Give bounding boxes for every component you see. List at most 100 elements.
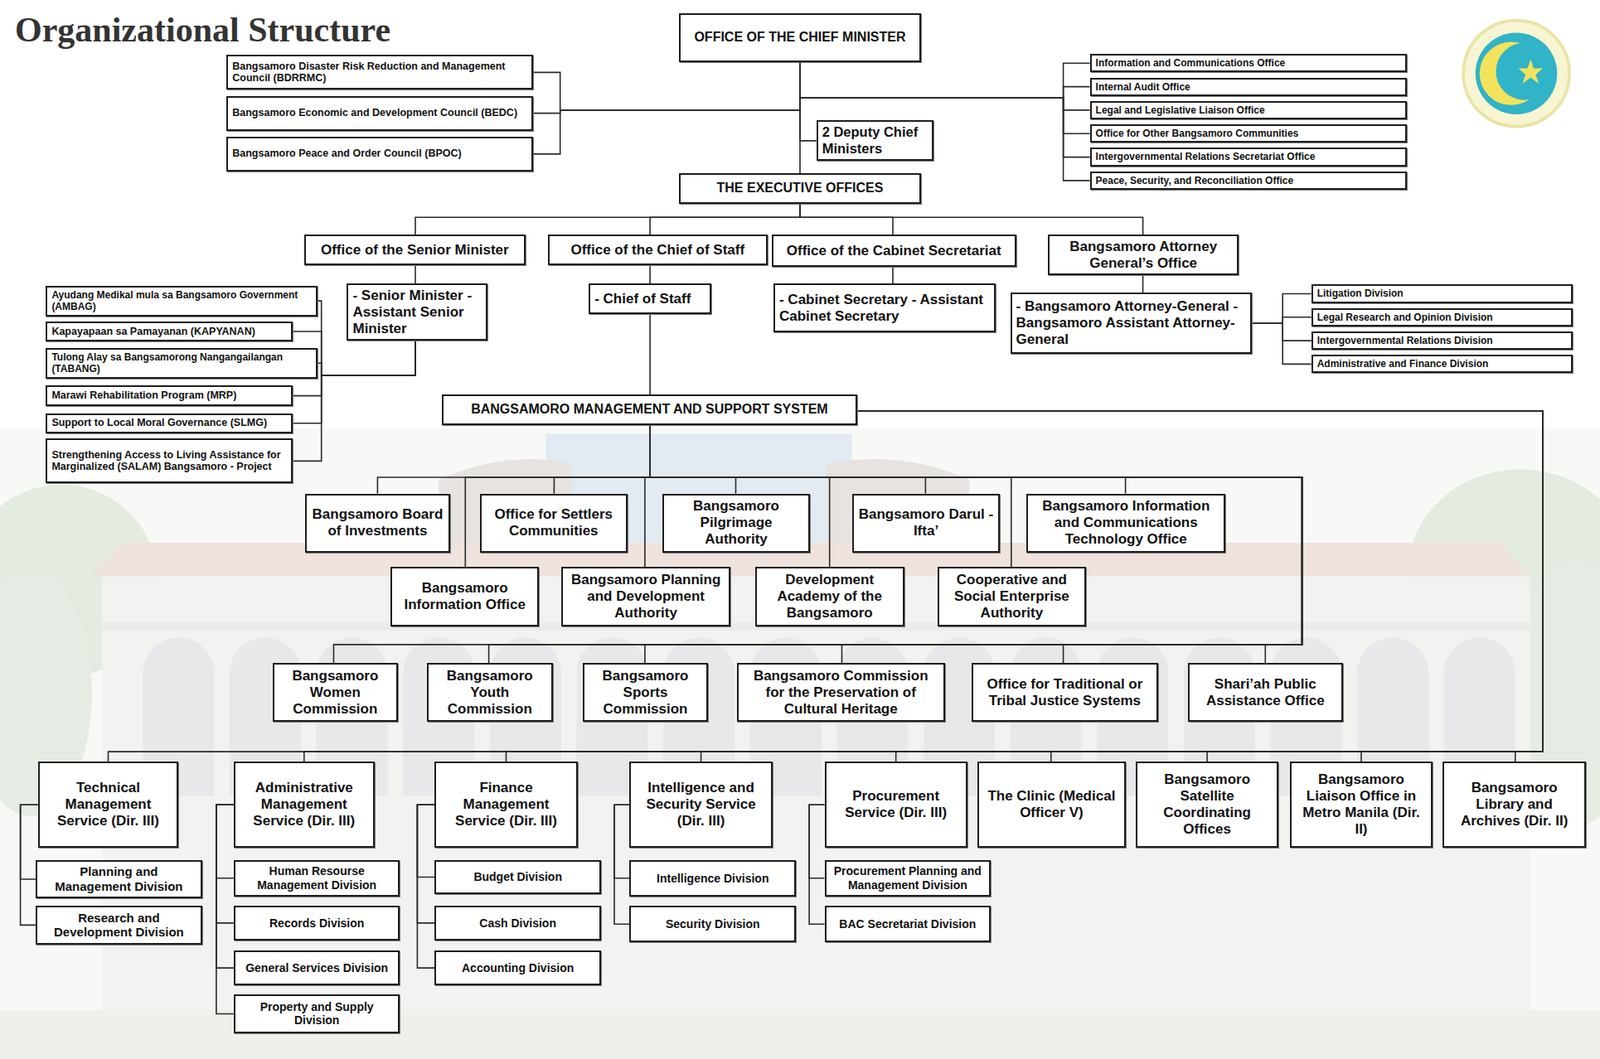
connector-line [799,62,801,174]
connector-line [465,425,650,568]
connector-line [800,203,1144,235]
org-box: Property and Supply Division [233,994,401,1034]
org-box: Bangsamoro Information and Communication… [1026,494,1226,553]
connector-line [800,62,1091,98]
connector-line [649,425,736,494]
org-box: Internal Audit Office [1090,77,1407,97]
org-box: Administrative and Finance Division [1311,354,1574,374]
org-box: BANGSAMORO MANAGEMENT AND SUPPORT SYSTEM [441,394,858,426]
org-box: - Senior Minister -Assistant Senior Mini… [346,283,488,341]
box-label: Administrative and Finance Division [1317,358,1568,370]
org-box: Bangsamoro Satellite Coordinating Office… [1135,761,1279,848]
org-box: Bangsamoro Women Commission [272,663,398,723]
box-label: Cooperative and Social Enterprise Author… [943,572,1080,622]
org-box: Litigation Division [1311,284,1574,303]
box-label: Bangsamoro Sports Commission [588,668,703,718]
org-box: Peace, Security, and Reconciliation Offi… [1090,171,1407,190]
org-box: Cooperative and Social Enterprise Author… [937,567,1086,626]
org-box: - Cabinet Secretary - Assistant Cabinet … [773,283,996,333]
box-label: Development Academy of the Bangsamoro [761,572,899,622]
org-box: Finance Management Service (Dir. III) [434,761,577,848]
org-box: Bangsamoro Board of Investments [305,494,451,553]
org-box: Tulong Alay sa Bangsamorong Nangangailan… [45,348,318,379]
box-label: Property and Supply Division [239,1000,395,1028]
box-label: Strengthening Access to Living Assistanc… [51,449,287,475]
box-label: Bangsamoro Pilgrimage Authority [668,498,805,548]
org-box: BAC Secretariat Division [824,906,992,943]
connector-line [216,804,234,1014]
box-label: Bangsamoro Youth Commission [432,668,548,718]
connector-line [857,411,1543,763]
org-box: - Bangsamoro Attorney-General - Bangsamo… [1010,292,1253,354]
org-box: Human Resourse Management Division [233,860,401,897]
box-label: BAC Secretariat Division [830,917,986,932]
box-label: Kapayapaan sa Pamayanan (KAPYANAN) [51,325,287,339]
connector-line [800,62,1091,98]
connector-line [857,411,1543,763]
org-box: Technical Management Service (Dir. III) [38,761,180,848]
box-label: Legal Research and Opinion Division [1317,311,1568,324]
connector-line [800,62,1091,111]
box-label: Intelligence Division [635,872,791,887]
org-box: Bangsamoro Pilgrimage Authority [662,494,810,553]
box-label: Security Division [635,917,791,932]
box-label: Accounting Division [440,961,596,976]
connector-line [649,425,1012,568]
org-box: Budget Division [434,860,602,896]
org-box: Intelligence and Security Service (Dir. … [629,761,772,848]
connector-line [1251,323,1311,364]
box-label: Procurement Service (Dir. III) [830,788,962,822]
box-label: Budget Division [440,870,596,885]
connector-line [701,411,1544,763]
connector-line [216,804,234,879]
box-label: Marawi Rehabilitation Program (MRP) [51,389,287,403]
org-box: Shari’ah Public Assistance Office [1187,663,1344,723]
box-label: Bangsamoro Commission for the Preservati… [742,668,940,718]
box-label: Bangsamoro Planning and Development Auth… [567,572,725,622]
org-box: Intergovernmental Relations Secretariat … [1090,147,1407,166]
box-label: Bangsamoro Peace and Order Council (BPOC… [232,147,527,160]
org-box: Administrative Management Service (Dir. … [233,761,375,848]
org-box: Bangsamoro Peace and Order Council (BPOC… [226,136,533,172]
connector-line [857,411,1543,763]
org-box: General Services Division [233,950,401,986]
box-label: OFFICE OF THE CHIEF MINISTER [684,29,917,46]
box-label: Bangsamoro Information and Communication… [1032,498,1220,548]
box-label: Bangsamoro Disaster Risk Reduction and M… [232,60,527,86]
org-box: OFFICE OF THE CHIEF MINISTER [678,13,922,63]
org-box: Information and Communications Office [1090,53,1407,73]
box-label: Intergovernmental Relations Secretariat … [1095,150,1402,163]
org-box: Strengthening Access to Living Assistanc… [45,438,293,484]
box-label: Bangsamoro Economic and Development Coun… [232,106,527,120]
connector-line [506,411,1544,763]
box-label: General Services Division [239,961,395,976]
org-box: Intelligence Division [629,860,796,897]
org-box: The Clinic (Medical Officer V) [977,761,1125,848]
org-box: - Chief of Staff [588,283,712,315]
org-box: Records Division [233,906,401,941]
box-label: Legal and Legislative Liaison Office [1095,104,1402,117]
connector-line [649,425,1303,664]
connector-line [809,804,825,879]
org-box: Bangsamoro Commission for the Preservati… [736,663,946,723]
connector-line [334,425,1303,664]
connector-line [809,804,825,925]
org-box: Research and Development Division [35,906,203,946]
org-box: Cash Division [434,906,602,941]
connector-line [614,804,630,925]
box-label: BANGSAMORO MANAGEMENT AND SUPPORT SYSTEM [447,402,852,418]
org-box: Bangsamoro Planning and Development Auth… [561,567,731,626]
connector-line [416,804,435,969]
org-box: Office of the Cabinet Secretariat [771,234,1017,267]
connector-line [800,62,817,141]
chart-title: Organizational Structure [14,9,391,50]
connector-line [614,804,630,879]
org-box: Bangsamoro Sports Commission [582,663,708,723]
box-label: Intergovernmental Relations Division [1317,334,1568,347]
org-box: Support to Local Moral Governance (SLMG) [45,413,293,435]
box-label: 2 Deputy Chief Ministers [822,124,929,157]
box-label: Planning and Management Division [41,864,197,894]
box-label: Ayudang Medikal mula sa Bangsamoro Gover… [51,289,312,313]
org-box: Planning and Management Division [35,860,203,900]
connector-line [533,62,801,155]
